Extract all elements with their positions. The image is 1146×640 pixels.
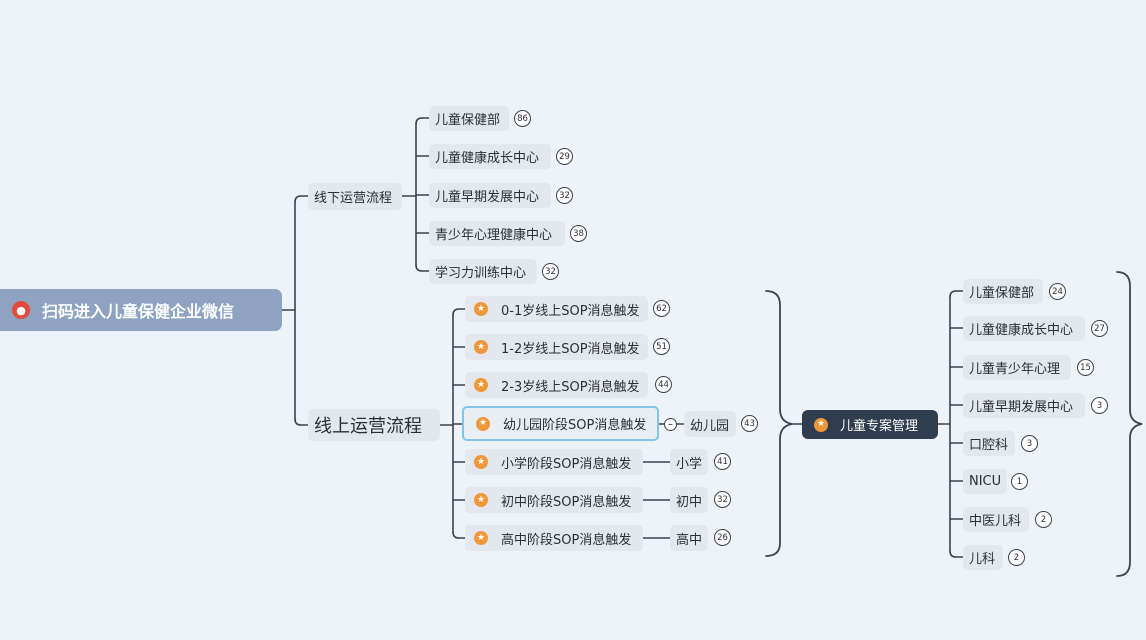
star-icon: ★ [474, 340, 488, 354]
count-badge: 3 [1021, 435, 1038, 452]
stage-child-node[interactable]: 小学 [670, 449, 708, 475]
stage-child-label: 初中 [676, 494, 703, 510]
connector-path [452, 531, 466, 539]
count-badge: 51 [653, 338, 670, 355]
online-item-label: 初中阶段SOP消息触发 [501, 494, 632, 510]
online-branch-node[interactable]: 线上运营流程 [308, 409, 440, 441]
offline-item[interactable]: 儿童健康成长中心 [429, 144, 551, 169]
offline-item[interactable]: 儿童保健部 [429, 106, 509, 131]
case-item-label: 儿童早期发展中心 [969, 400, 1074, 415]
online-item[interactable]: ★ 小学阶段SOP消息触发 [465, 449, 643, 475]
star-icon: ★ [474, 302, 488, 316]
count-badge: 38 [570, 225, 587, 242]
online-item[interactable]: ★ 初中阶段SOP消息触发 [465, 487, 643, 513]
case-item-label: 儿科 [969, 552, 996, 567]
root-node[interactable]: ● 扫码进入儿童保健企业微信 [0, 289, 282, 331]
offline-item-label: 儿童健康成长中心 [435, 151, 540, 166]
case-management-label: 儿童专案管理 [840, 419, 919, 434]
count-badge: 32 [542, 263, 559, 280]
count-badge: 15 [1077, 359, 1094, 376]
online-item-label: 2-3岁线上SOP消息触发 [501, 379, 640, 395]
count-badge: 26 [714, 529, 731, 546]
count-badge: 27 [1091, 320, 1108, 337]
star-icon: ★ [474, 531, 488, 545]
count-badge: 2 [1008, 549, 1025, 566]
stage-child-label: 高中 [676, 532, 703, 548]
offline-item-label: 青少年心理健康中心 [435, 228, 553, 243]
star-icon: ★ [474, 493, 488, 507]
case-item-label: NICU [969, 474, 1002, 489]
online-item[interactable]: ★ 2-3岁线上SOP消息触发 [465, 372, 648, 398]
case-item[interactable]: 儿童健康成长中心 [963, 316, 1085, 341]
star-icon: ★ [474, 455, 488, 469]
connector-path [452, 308, 466, 316]
count-badge: 3 [1091, 397, 1108, 414]
offline-item[interactable]: 青少年心理健康中心 [429, 221, 565, 246]
count-badge: 86 [514, 110, 531, 127]
collapse-toggle-icon[interactable]: – [664, 418, 677, 431]
offline-item[interactable]: 学习力训练中心 [429, 259, 537, 284]
count-badge: 32 [714, 491, 731, 508]
online-item[interactable]: ★ 1-2岁线上SOP消息触发 [465, 334, 648, 360]
stage-child-node[interactable]: 初中 [670, 487, 708, 513]
online-branch-label: 线上运营流程 [314, 416, 422, 437]
case-item[interactable]: 口腔科 [963, 431, 1015, 456]
stage-child-node[interactable]: 高中 [670, 525, 708, 551]
count-badge: 24 [1049, 283, 1066, 300]
count-badge: 32 [556, 187, 573, 204]
case-item-label: 中医儿科 [969, 514, 1022, 529]
case-item[interactable]: NICU [963, 469, 1007, 494]
count-badge: 41 [714, 453, 731, 470]
star-icon: ★ [476, 416, 490, 431]
connector-path [765, 290, 793, 557]
case-item[interactable]: 儿童青少年心理 [963, 355, 1071, 380]
offline-item-label: 儿童保健部 [435, 113, 501, 128]
online-item-label: 0-1岁线上SOP消息触发 [501, 303, 640, 319]
online-item-selected[interactable]: ★ 幼儿园阶段SOP消息触发 [462, 406, 659, 441]
connector-path [1116, 271, 1143, 577]
user-badge-icon: ● [12, 301, 30, 319]
star-icon: ★ [814, 417, 828, 432]
stage-child-node[interactable]: 幼儿园 [684, 411, 736, 437]
offline-item-label: 学习力训练中心 [435, 266, 527, 281]
stage-child-label: 幼儿园 [690, 418, 730, 434]
offline-item[interactable]: 儿童早期发展中心 [429, 183, 551, 208]
count-badge: 43 [741, 415, 758, 432]
online-item-label: 幼儿园阶段SOP消息触发 [503, 418, 647, 433]
count-badge: 2 [1035, 511, 1052, 528]
count-badge: 29 [556, 148, 573, 165]
connector-path [294, 418, 309, 426]
connector-path [415, 117, 430, 125]
online-item-label: 1-2岁线上SOP消息触发 [501, 341, 640, 357]
stage-child-label: 小学 [676, 456, 703, 472]
case-item-label: 儿童健康成长中心 [969, 323, 1074, 338]
count-badge: 62 [653, 300, 670, 317]
star-icon: ★ [474, 378, 488, 392]
case-item[interactable]: 儿科 [963, 545, 1003, 570]
case-item[interactable]: 儿童早期发展中心 [963, 393, 1085, 418]
offline-item-label: 儿童早期发展中心 [435, 190, 540, 205]
count-badge: 44 [655, 376, 672, 393]
connector-path [415, 264, 430, 272]
case-item[interactable]: 儿童保健部 [963, 279, 1043, 304]
case-management-node[interactable]: ★ 儿童专案管理 [802, 410, 938, 439]
connector-path [949, 550, 964, 558]
case-item-label: 儿童青少年心理 [969, 362, 1061, 377]
case-item[interactable]: 中医儿科 [963, 507, 1029, 532]
connector-path [949, 290, 964, 298]
case-item-label: 儿童保健部 [969, 286, 1035, 301]
online-item[interactable]: ★ 0-1岁线上SOP消息触发 [465, 296, 648, 322]
online-item-label: 小学阶段SOP消息触发 [501, 456, 632, 472]
count-badge: 1 [1011, 473, 1028, 490]
root-label: 扫码进入儿童保健企业微信 [42, 302, 235, 321]
case-item-label: 口腔科 [969, 438, 1009, 453]
offline-branch-node[interactable]: 线下运营流程 [308, 183, 402, 210]
offline-branch-label: 线下运营流程 [314, 191, 393, 206]
online-item-label: 高中阶段SOP消息触发 [501, 532, 632, 548]
online-item[interactable]: ★ 高中阶段SOP消息触发 [465, 525, 643, 551]
connector-path [294, 195, 309, 203]
